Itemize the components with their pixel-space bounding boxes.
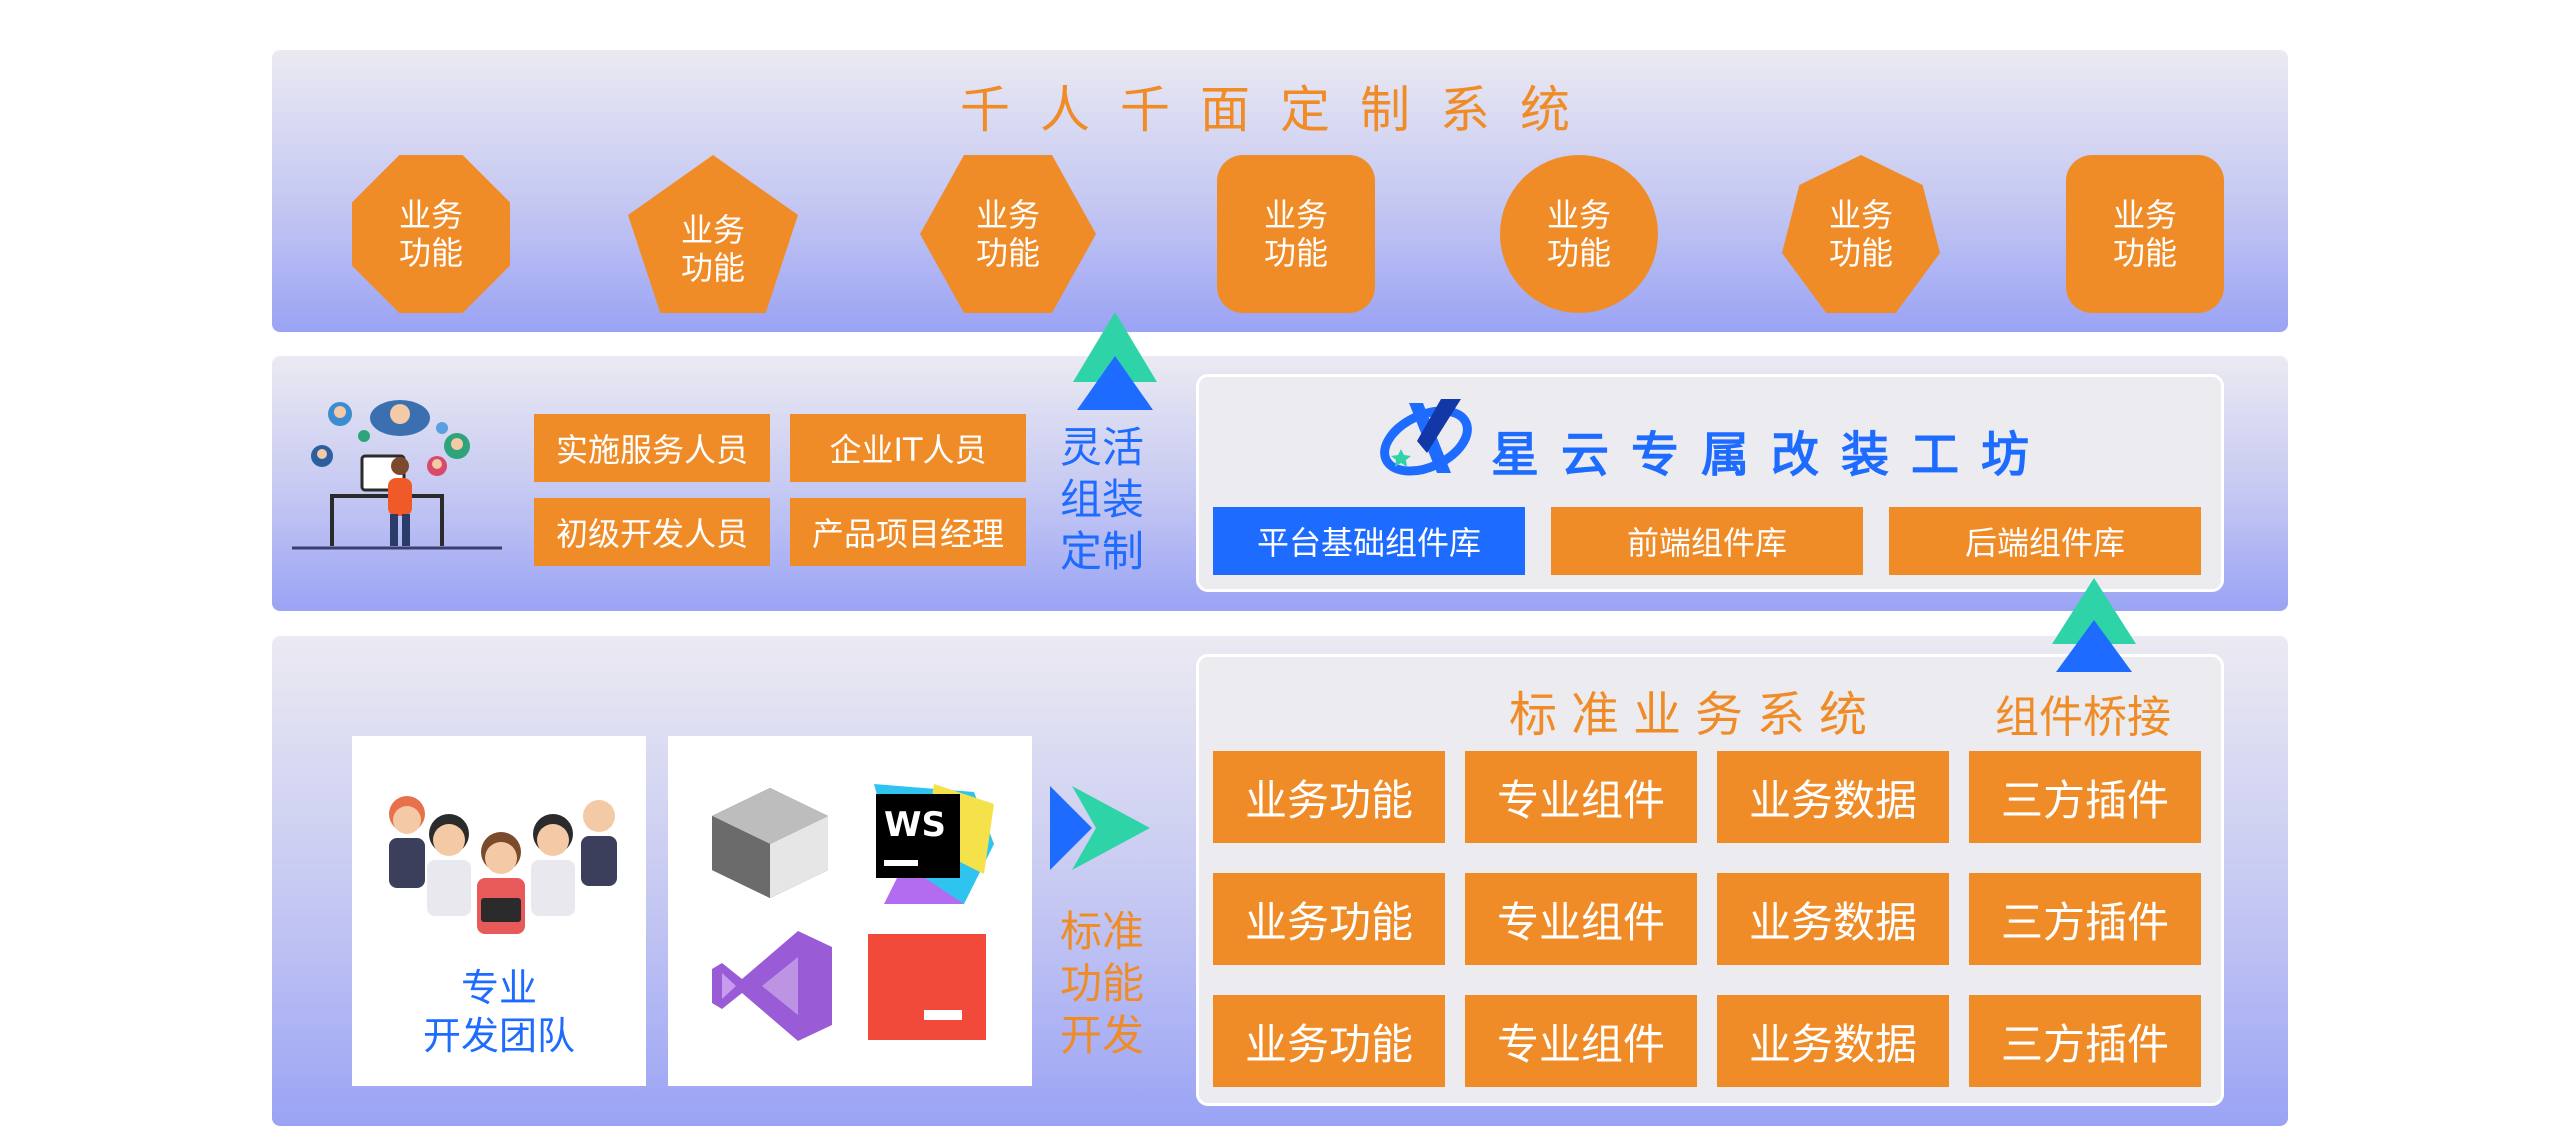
grid-cell-r3c1: 业务功能 xyxy=(1213,995,1445,1087)
business-function-circle: 业务 功能 xyxy=(1500,155,1658,313)
up-arrow-icon xyxy=(1073,312,1157,410)
grid-cell-r2c3: 业务数据 xyxy=(1717,873,1949,965)
svg-text:WS: WS xyxy=(884,805,946,845)
lib-platform-base: 平台基础组件库 xyxy=(1213,507,1525,575)
dev-team-label: 专业 开发团队 xyxy=(422,966,575,1058)
business-function-rounded-square-2: 业务 功能 xyxy=(2066,155,2224,313)
people-network-icon xyxy=(292,400,502,550)
dev-team-card: 专业 开发团队 xyxy=(352,736,646,1086)
lib-frontend: 前端组件库 xyxy=(1551,507,1863,575)
standard-dev-panel: 专业 开发团队 WS 标准 功能 开发 xyxy=(272,636,2288,1126)
webstorm-icon: WS xyxy=(874,784,994,904)
business-function-pentagon: 业务 功能 xyxy=(628,155,798,313)
business-function-rounded-square: 业务 功能 xyxy=(1217,155,1375,313)
cube-ide-icon xyxy=(712,788,828,898)
bridge-label: 组件桥接 xyxy=(1995,692,2171,743)
right-arrow-icon xyxy=(1050,786,1150,870)
grid-cell-r1c2: 专业组件 xyxy=(1465,751,1697,843)
grid-cell-r3c2: 专业组件 xyxy=(1465,995,1697,1087)
role-enterprise-it: 企业IT人员 xyxy=(790,414,1026,482)
grid-cell-r3c4: 三方插件 xyxy=(1969,995,2201,1087)
grid-cell-r1c1: 业务功能 xyxy=(1213,751,1445,843)
assembly-panel: 实施服务人员 企业IT人员 初级开发人员 产品项目经理 灵活 组装 定制 星云专… xyxy=(272,356,2288,611)
workshop-box: 星云专属改装工坊 平台基础组件库 前端组件库 后端组件库 xyxy=(1196,374,2224,592)
business-function-hexagon: 业务 功能 xyxy=(920,155,1096,313)
role-product-manager: 产品项目经理 xyxy=(790,498,1026,566)
role-implementation-staff: 实施服务人员 xyxy=(534,414,770,482)
grid-cell-r2c4: 三方插件 xyxy=(1969,873,2201,965)
up-arrow-icon xyxy=(2052,578,2136,672)
grid-cell-r3c3: 业务数据 xyxy=(1717,995,1949,1087)
role-junior-developer: 初级开发人员 xyxy=(534,498,770,566)
grid-cell-r1c3: 业务数据 xyxy=(1717,751,1949,843)
business-function-octagon: 业务 功能 xyxy=(352,155,510,313)
xingyun-logo-icon xyxy=(1380,399,1472,476)
workshop-title: 星云专属改装工坊 xyxy=(1491,427,2052,483)
dev-tools-card: WS xyxy=(668,736,1032,1086)
panel-title: 千人千面定制系统 xyxy=(960,81,1600,139)
standard-system-box: 标准业务系统 组件桥接 业务功能 专业组件 业务数据 三方插件 业务功能 专业组… xyxy=(1196,654,2224,1106)
customization-panel: 千人千面定制系统 业务 功能 业务 功能 业务 功能 业务 功能 业务 功能 业… xyxy=(272,50,2288,332)
grid-cell-r1c4: 三方插件 xyxy=(1969,751,2201,843)
dev-team-icon xyxy=(389,796,617,934)
flex-assembly-label: 灵活 组装 定制 xyxy=(1059,423,1144,576)
grid-cell-r2c2: 专业组件 xyxy=(1465,873,1697,965)
standard-dev-label: 标准 功能 开发 xyxy=(1059,907,1144,1060)
lib-backend: 后端组件库 xyxy=(1889,507,2201,575)
business-function-heptagon: 业务 功能 xyxy=(1782,155,1940,313)
visual-studio-icon xyxy=(712,931,832,1041)
grid-cell-r2c1: 业务功能 xyxy=(1213,873,1445,965)
system-title: 标准业务系统 xyxy=(1509,687,1882,743)
terminal-icon xyxy=(868,934,986,1040)
